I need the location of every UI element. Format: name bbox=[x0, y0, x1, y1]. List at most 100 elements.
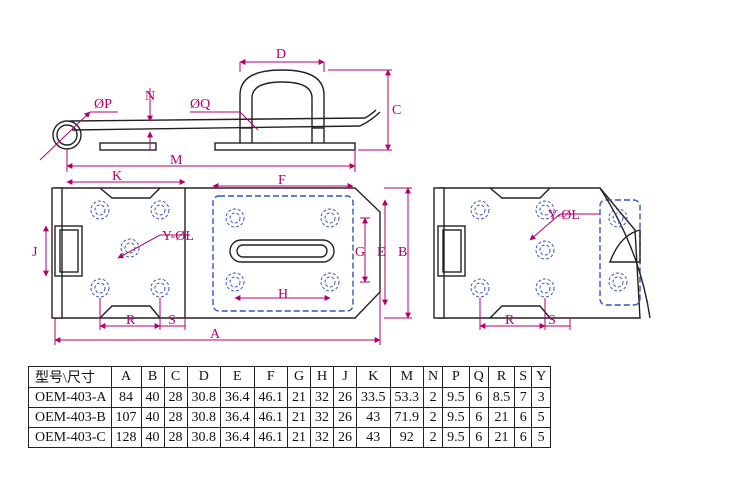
main-dimensions bbox=[43, 179, 412, 345]
hinge-knuckle bbox=[54, 225, 83, 277]
main-screw-holes bbox=[90, 200, 340, 298]
table-cell: 36.4 bbox=[220, 387, 255, 408]
table-cell: 30.8 bbox=[186, 387, 222, 408]
table-cell: 9.5 bbox=[442, 387, 470, 408]
table-cell: 28 bbox=[163, 407, 188, 428]
column-header: S bbox=[514, 366, 533, 388]
table-cell: 26 bbox=[333, 387, 358, 408]
table-cell: 32 bbox=[310, 427, 335, 448]
label-B: B bbox=[398, 245, 407, 260]
table-cell: 43 bbox=[356, 407, 391, 428]
label-R: R bbox=[126, 313, 136, 328]
table-cell: 8.5 bbox=[487, 387, 516, 408]
table-cell: 28 bbox=[163, 427, 188, 448]
column-header: C bbox=[163, 366, 188, 388]
table-cell: 6 bbox=[468, 427, 489, 448]
table-cell: 21 bbox=[287, 407, 312, 428]
label-M: M bbox=[170, 153, 183, 168]
label-G: G bbox=[355, 245, 365, 260]
table-cell: OEM-403-A bbox=[28, 387, 112, 408]
table-cell: 9.5 bbox=[442, 427, 470, 448]
label-Y-phiL: Y-ØL bbox=[162, 229, 194, 244]
table-cell: 7 bbox=[514, 387, 533, 408]
column-header: P bbox=[442, 366, 470, 388]
table-cell: 6 bbox=[514, 427, 533, 448]
table-cell: 46.1 bbox=[253, 387, 289, 408]
table-cell: 26 bbox=[333, 427, 358, 448]
table-cell: 21 bbox=[487, 407, 516, 428]
table-cell: 92 bbox=[389, 427, 425, 448]
column-header: Q bbox=[468, 366, 489, 388]
table-cell: 71.9 bbox=[389, 407, 425, 428]
table-cell: 21 bbox=[287, 387, 312, 408]
label-D: D bbox=[276, 47, 286, 62]
table-cell: 30.8 bbox=[186, 407, 222, 428]
table-cell: 36.4 bbox=[220, 427, 255, 448]
table-cell: 5 bbox=[531, 427, 552, 448]
label-A: A bbox=[210, 327, 221, 342]
table-cell: 6 bbox=[514, 407, 533, 428]
table-cell: 33.5 bbox=[356, 387, 391, 408]
table-cell: 9.5 bbox=[442, 407, 470, 428]
table-cell: 107 bbox=[110, 407, 142, 428]
table-cell: OEM-403-B bbox=[28, 407, 112, 428]
label-H: H bbox=[278, 287, 288, 302]
table-cell: 40 bbox=[140, 407, 165, 428]
column-header: M bbox=[389, 366, 425, 388]
side-view-dimensions bbox=[39, 59, 392, 172]
column-header: H bbox=[310, 366, 335, 388]
table-cell: 46.1 bbox=[253, 427, 289, 448]
table-cell: 21 bbox=[487, 427, 516, 448]
table-cell: 40 bbox=[140, 387, 165, 408]
label-S-alt: S bbox=[548, 313, 556, 328]
table-cell: 2 bbox=[423, 427, 444, 448]
table-cell: 28 bbox=[163, 387, 188, 408]
column-header: Y bbox=[531, 366, 552, 388]
main-plan-view bbox=[51, 187, 381, 319]
table-cell: 6 bbox=[468, 387, 489, 408]
table-cell: 2 bbox=[423, 387, 444, 408]
column-header: E bbox=[220, 366, 255, 388]
table-cell: 6 bbox=[468, 407, 489, 428]
label-C: C bbox=[392, 103, 401, 118]
label-E: E bbox=[377, 245, 386, 260]
table-cell: 30.8 bbox=[186, 427, 222, 448]
column-header: K bbox=[356, 366, 391, 388]
table-cell: 84 bbox=[110, 387, 142, 408]
label-phiP: ØP bbox=[94, 97, 112, 112]
table-cell: 2 bbox=[423, 407, 444, 428]
column-header: J bbox=[333, 366, 358, 388]
column-header: D bbox=[186, 366, 222, 388]
table-cell: 46.1 bbox=[253, 407, 289, 428]
table-cell: 26 bbox=[333, 407, 358, 428]
label-K: K bbox=[112, 169, 122, 184]
label-S: S bbox=[168, 313, 176, 328]
column-header: F bbox=[253, 366, 289, 388]
column-header: A bbox=[110, 366, 142, 388]
column-header: 型号\尺寸 bbox=[28, 366, 112, 388]
column-header: G bbox=[287, 366, 312, 388]
alt-dimensions bbox=[479, 213, 600, 330]
alt-screw-holes bbox=[470, 200, 628, 298]
table-cell: 32 bbox=[310, 387, 335, 408]
hinge-barrel bbox=[52, 120, 82, 150]
table-cell: 40 bbox=[140, 427, 165, 448]
table-cell: 36.4 bbox=[220, 407, 255, 428]
side-view bbox=[52, 69, 381, 151]
label-R-alt: R bbox=[505, 313, 515, 328]
label-F: F bbox=[278, 173, 286, 188]
label-Y-phiL-alt: Y-ØL bbox=[548, 208, 580, 223]
table-cell: 3 bbox=[531, 387, 552, 408]
table-cell: 21 bbox=[287, 427, 312, 448]
label-phiQ: ØQ bbox=[190, 97, 210, 112]
column-header: R bbox=[487, 366, 516, 388]
label-J: J bbox=[32, 245, 38, 260]
table-cell: 32 bbox=[310, 407, 335, 428]
label-N: N bbox=[145, 89, 155, 104]
